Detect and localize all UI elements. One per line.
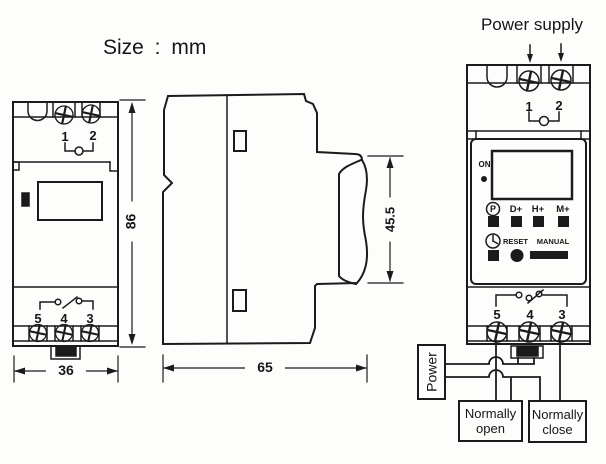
program-button-label: P [489,204,496,214]
panel-buttons [488,216,569,262]
front-view-drawing [12,101,119,360]
day-button-label: D+ [509,204,523,215]
on-label: ON [478,160,491,169]
terminal-label-3: 3 [86,311,94,326]
terminal-label-2: 2 [89,128,97,143]
terminal-screw [485,320,509,344]
power-input-symbol [64,142,94,156]
power-supply-arrows [527,43,564,63]
reset-label: RESET [502,237,528,246]
reset-key [510,249,524,262]
normally-close-label: Normally close [531,406,584,437]
side-view-drawing [162,92,368,346]
terminal-screw [53,104,75,126]
din-clip [50,345,81,360]
terminal-screw [549,320,573,344]
manual-key [530,251,568,259]
program-button-icon [485,201,501,217]
terminal-label-5: 5 [34,311,42,326]
relay-contact-symbol [39,295,94,310]
wiring-lines [444,342,561,401]
normally-open-box: Normally open [458,400,523,442]
terminal-screw [517,69,541,93]
power-input-symbol [528,111,560,127]
manual-label: MANUAL [536,237,570,246]
led-indicator [21,192,30,207]
terminal-screw [517,320,541,344]
clock-key [488,250,499,261]
normally-open-label: Normally open [464,406,517,436]
terminal-label-3: 3 [558,307,566,322]
terminal-label-1: 1 [525,99,533,114]
neutral-wire [444,369,541,401]
normally-close-box: Normally close [528,400,587,443]
wiring-view-drawing [444,43,591,401]
hour-key [533,216,544,227]
din-clip [510,345,544,359]
size-unit-title: Size : mm [103,36,207,59]
live-wire [444,356,535,365]
program-key [488,216,499,227]
minute-button-label: M+ [556,204,570,215]
lcd-display-outline [490,149,574,201]
terminal-label-2: 2 [555,98,563,113]
din-rail-foot [338,158,363,286]
dimension-36: 36 [46,363,86,378]
clock-icon [485,233,501,249]
dimension-65: 65 [245,360,285,375]
dimension-86: 86 [123,201,139,242]
on-led [481,176,487,182]
terminal-label-5: 5 [493,307,501,322]
terminal-screw [549,68,573,92]
dimension-45-5: 45.5 [382,197,398,242]
hour-button-label: H+ [531,204,545,215]
face-plate [470,138,587,285]
lcd-display-outline [37,181,103,221]
power-supply-label: Power supply [480,15,584,34]
minute-key [558,216,569,227]
terminal-label-4: 4 [60,311,68,326]
terminal-label-4: 4 [526,307,534,322]
terminal-screw [80,103,102,125]
power-box-outline [417,344,446,400]
day-key [511,216,522,227]
terminal-label-1: 1 [61,129,69,144]
relay-contact-symbol [495,288,568,307]
